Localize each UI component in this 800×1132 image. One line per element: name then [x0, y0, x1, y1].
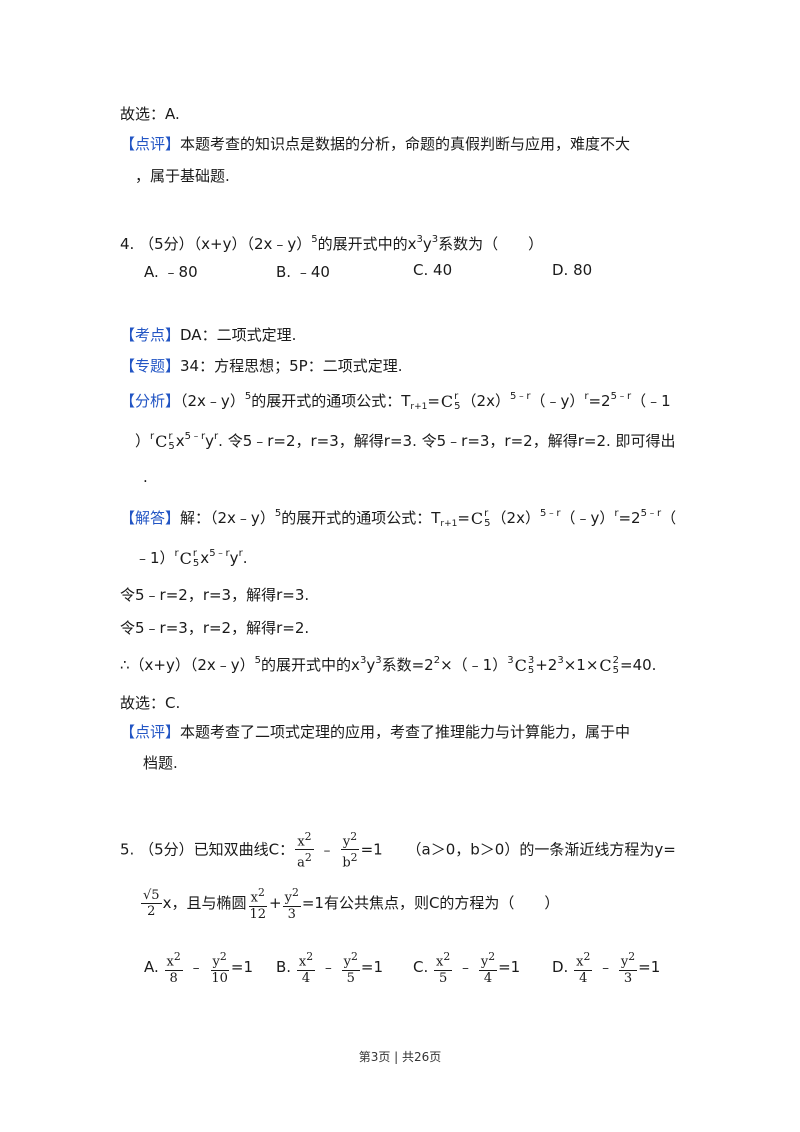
q4-option-a: A. ﹣80: [144, 263, 198, 281]
page-footer: 第3页 | 共26页: [358, 1050, 442, 1064]
q3-comment-line2: ，属于基础题.: [135, 167, 230, 185]
q4-zhuanti: 【专题】34：方程思想；5P：二项式定理.: [120, 357, 403, 375]
q3-comment-line1: 【点评】本题考查的知识点是数据的分析，命题的真假判断与应用，难度不大: [120, 135, 631, 153]
q4-option-b: B. ﹣40: [276, 263, 330, 281]
q4-fenxi-dot: .: [143, 468, 148, 486]
q4-comment-line2: 档题.: [143, 754, 178, 772]
comment-tag: 【点评】: [120, 135, 181, 153]
q4-answer: 故选：C.: [120, 694, 181, 712]
q4-kaodian: 【考点】DA：二项式定理.: [120, 326, 297, 344]
q3-answer: 故选：A.: [120, 105, 180, 123]
q4-option-c: C. 40: [413, 261, 453, 279]
q4-option-d: D. 80: [552, 261, 593, 279]
q4-comment-line1: 【点评】本题考查了二项式定理的应用，考查了推理能力与计算能力，属于中: [120, 723, 631, 741]
q4-step1: 令5﹣r=2，r=3，解得r=3.: [120, 586, 310, 604]
q4-step2: 令5﹣r=3，r=2，解得r=2.: [120, 619, 310, 637]
q4-stem: 4. （5分）（x+y）（2x﹣y）5的展开式中的x3y3系数为（ ）: [120, 234, 544, 253]
